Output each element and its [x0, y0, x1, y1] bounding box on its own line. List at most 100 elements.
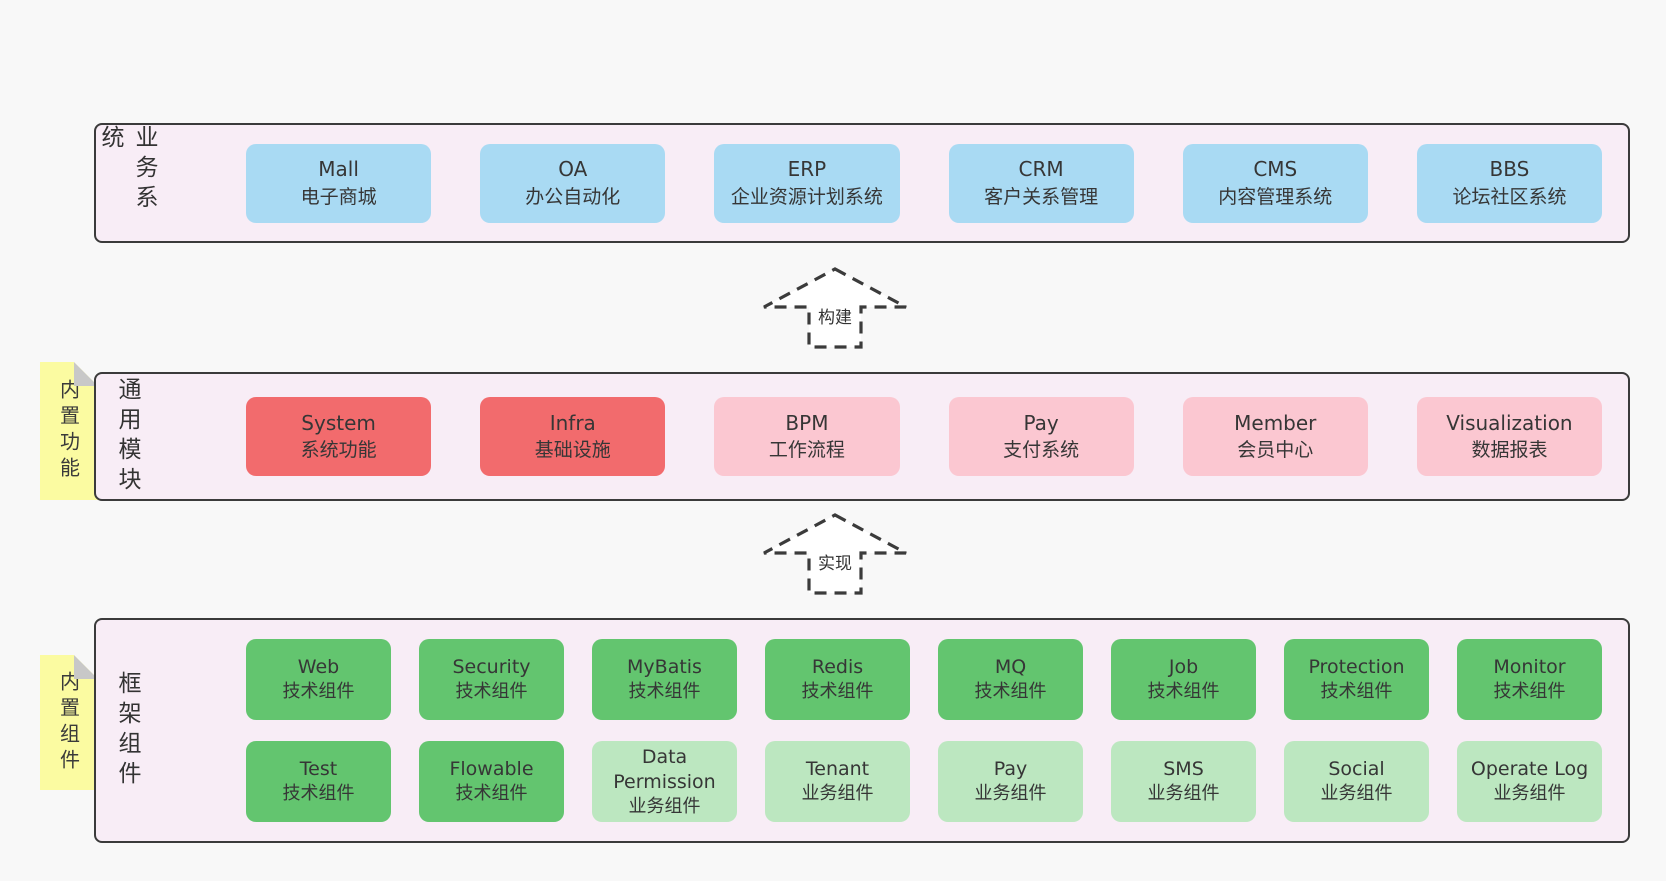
sticky-note-builtin-components: 内置组件: [40, 655, 98, 790]
box-title: Tenant: [805, 758, 870, 781]
layer-framework-components: 框架组件 Web 技术组件 Security 技术组件 MyBatis 技术组件…: [94, 618, 1630, 843]
box-infra: Infra 基础设施: [480, 397, 666, 476]
box-sms: SMS 业务组件: [1111, 741, 1256, 822]
box-title: Visualization: [1446, 410, 1573, 435]
box-title: Web: [297, 656, 340, 679]
box-data-permission: Data Permission 业务组件: [592, 741, 737, 822]
layer-common-modules: 通用模块 System 系统功能 Infra 基础设施 BPM 工作流程 Pay…: [94, 372, 1630, 501]
box-mq: MQ 技术组件: [938, 639, 1083, 720]
box-cms: CMS 内容管理系统: [1182, 143, 1368, 223]
box-subtitle: 技术组件: [455, 783, 528, 805]
box-security: Security 技术组件: [419, 639, 564, 720]
box-social: Social 业务组件: [1284, 741, 1429, 822]
box-title: ERP: [787, 157, 827, 182]
box-redis: Redis 技术组件: [765, 639, 910, 720]
box-flowable: Flowable 技术组件: [419, 741, 564, 822]
box-title: Security: [452, 656, 531, 679]
box-crm: CRM 客户关系管理: [948, 143, 1134, 223]
box-title: Operate Log: [1470, 758, 1589, 781]
box-subtitle: 技术组件: [455, 681, 528, 703]
box-subtitle: 技术组件: [1493, 681, 1566, 703]
box-title: Test: [299, 758, 338, 781]
box-title: Protection: [1308, 656, 1405, 679]
box-pay-component: Pay 业务组件: [938, 741, 1083, 822]
box-member: Member 会员中心: [1182, 397, 1368, 476]
box-job: Job 技术组件: [1111, 639, 1256, 720]
box-subtitle: 业务组件: [1147, 783, 1220, 805]
box-subtitle: 企业资源计划系统: [730, 185, 883, 208]
box-mybatis: MyBatis 技术组件: [592, 639, 737, 720]
layer-business-systems: 业务系统 Mall 电子商城 OA 办公自动化 ERP 企业资源计划系统 CRM…: [94, 123, 1630, 243]
modules-box-row: System 系统功能 Infra 基础设施 BPM 工作流程 Pay 支付系统…: [246, 374, 1603, 499]
box-title: Pay: [1023, 410, 1059, 435]
box-subtitle: 技术组件: [282, 681, 355, 703]
layer-label-business-systems: 业务系统: [97, 125, 157, 215]
box-subtitle: 技术组件: [1320, 681, 1393, 703]
box-subtitle: 技术组件: [282, 783, 355, 805]
box-mall: Mall 电子商城: [246, 143, 432, 223]
arrow-implement-label: 实现: [815, 549, 855, 574]
box-title: Redis: [811, 656, 864, 679]
components-row-2: Test 技术组件 Flowable 技术组件 Data Permission …: [246, 741, 1602, 822]
box-title: BBS: [1489, 157, 1530, 182]
box-pay-system: Pay 支付系统: [948, 397, 1134, 476]
box-title: CRM: [1018, 157, 1064, 182]
business-box-row: Mall 电子商城 OA 办公自动化 ERP 企业资源计划系统 CRM 客户关系…: [246, 125, 1603, 241]
box-subtitle: 客户关系管理: [984, 185, 1099, 208]
box-subtitle: 电子商城: [300, 185, 377, 208]
box-visualization: Visualization 数据报表: [1416, 397, 1603, 476]
box-subtitle: 数据报表: [1471, 439, 1548, 462]
box-subtitle: 业务组件: [1320, 783, 1393, 805]
box-subtitle: 技术组件: [974, 681, 1047, 703]
box-subtitle: 论坛社区系统: [1452, 185, 1567, 208]
box-subtitle: 办公自动化: [525, 185, 621, 208]
box-subtitle: 技术组件: [801, 681, 874, 703]
box-subtitle: 技术组件: [628, 681, 701, 703]
box-subtitle: 业务组件: [974, 783, 1047, 805]
layer-label-common-modules: 通用模块: [114, 376, 140, 497]
box-title: Flowable: [449, 758, 534, 781]
box-subtitle: 会员中心: [1237, 439, 1314, 462]
box-title: MQ: [994, 656, 1027, 679]
note-text: 内置功能: [56, 379, 81, 483]
box-subtitle: 基础设施: [534, 439, 611, 462]
box-title: Social: [1328, 758, 1385, 781]
box-title: Pay: [993, 758, 1028, 781]
arrow-implement: 实现: [760, 512, 910, 596]
box-subtitle: 业务组件: [628, 795, 701, 817]
components-box-rows: Web 技术组件 Security 技术组件 MyBatis 技术组件 Redi…: [246, 620, 1602, 841]
layer-label-framework-components: 框架组件: [114, 670, 140, 791]
box-subtitle: 系统功能: [300, 439, 377, 462]
box-title: CMS: [1253, 157, 1298, 182]
box-bpm: BPM 工作流程: [714, 397, 900, 476]
box-title: Job: [1168, 656, 1199, 679]
box-title: SMS: [1163, 758, 1204, 781]
box-title: BPM: [785, 410, 829, 435]
arrow-build-label: 构建: [815, 303, 855, 328]
arrow-build: 构建: [760, 266, 910, 350]
box-subtitle: 内容管理系统: [1218, 185, 1333, 208]
box-title: Mall: [318, 157, 359, 182]
box-subtitle: 业务组件: [1493, 783, 1566, 805]
box-subtitle: 技术组件: [1147, 681, 1220, 703]
box-title: Data Permission: [613, 745, 716, 793]
box-title: OA: [558, 157, 588, 182]
box-tenant: Tenant 业务组件: [765, 741, 910, 822]
box-protection: Protection 技术组件: [1284, 639, 1429, 720]
components-row-1: Web 技术组件 Security 技术组件 MyBatis 技术组件 Redi…: [246, 639, 1602, 720]
box-web: Web 技术组件: [246, 639, 391, 720]
box-monitor: Monitor 技术组件: [1457, 639, 1602, 720]
box-test: Test 技术组件: [246, 741, 391, 822]
sticky-note-builtin-features: 内置功能: [40, 362, 98, 500]
box-subtitle: 工作流程: [768, 439, 845, 462]
box-title: Monitor: [1493, 656, 1566, 679]
box-system: System 系统功能: [246, 397, 432, 476]
box-oa: OA 办公自动化: [480, 143, 666, 223]
box-subtitle: 支付系统: [1003, 439, 1080, 462]
box-bbs: BBS 论坛社区系统: [1416, 143, 1603, 223]
box-title: MyBatis: [627, 656, 702, 679]
box-title: Member: [1234, 410, 1317, 435]
box-subtitle: 业务组件: [801, 783, 874, 805]
box-erp: ERP 企业资源计划系统: [714, 143, 900, 223]
